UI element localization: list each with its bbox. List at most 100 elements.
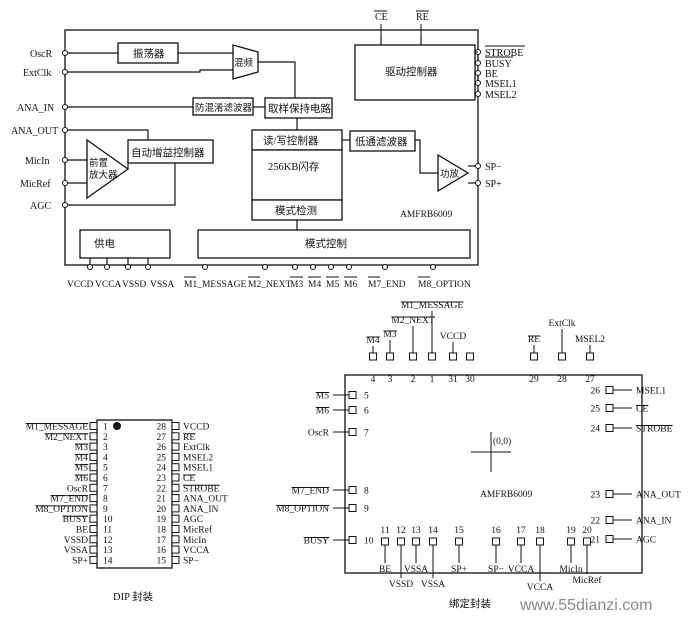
dip-pin-name-17: MicIn: [183, 536, 206, 546]
dip-pin-num: 4: [103, 453, 108, 463]
dip-pin-num: 11: [103, 526, 112, 536]
dip-pin-square: [171, 442, 180, 451]
dip-pin-num: 17: [157, 536, 167, 546]
dip-pin-num: 1: [103, 423, 108, 433]
bond-bottom-name-20: MicRef: [572, 575, 602, 586]
bond-bottom-pad: [381, 537, 389, 546]
bond-right-num-25: 25: [591, 405, 601, 415]
bond-right-num-23: 23: [591, 491, 601, 501]
io-msel1: MSEL1: [485, 79, 517, 90]
lowpass-filter-label: 低通滤波器: [355, 135, 408, 148]
io-m1: M1_MESSAGE: [184, 280, 246, 290]
preamp-label-1: 前置: [89, 157, 108, 169]
bond-left-pad: [348, 406, 357, 414]
bond-top-pad: [409, 352, 417, 361]
power-label: 供电: [94, 237, 115, 250]
dip-pin-num: 21: [157, 495, 167, 505]
mixer-label: 混频: [234, 57, 254, 69]
bond-top-num-2: 2: [411, 375, 416, 385]
dip-pin-num: 3: [103, 443, 108, 453]
bond-right-name-23: ANA_OUT: [636, 491, 681, 501]
right-io-pins: STROBE BUSY BE MSEL1 MSEL2 SP− SP+: [475, 45, 525, 190]
io-sp-minus: SP−: [485, 162, 502, 173]
bond-chip-label: AMFRB6009: [480, 490, 533, 500]
bond-top-name-28: ExtClk: [549, 319, 576, 329]
bond-bottom-name-14: VSSA: [421, 580, 445, 590]
bond-top-name-31: VCCD: [440, 332, 467, 342]
dip-pin-name-12: VSSD: [64, 536, 88, 546]
dip-pin-name-4: M4: [75, 453, 88, 463]
bond-right-pad: [605, 516, 614, 524]
bond-bottom-pad: [455, 537, 463, 546]
bond-left-num-10: 10: [364, 537, 374, 547]
dip-pin-name-9: M8_OPTION: [35, 505, 88, 515]
oscillator-label: 振荡器: [133, 47, 165, 60]
dip-pin-square: [89, 535, 98, 544]
bond-top-pad: [428, 352, 436, 361]
agc-controller-label: 自动增益控制器: [131, 146, 205, 159]
bond-bottom-pad: [567, 537, 575, 546]
bond-left-name-6: M6: [316, 407, 329, 417]
agc-controller-block: [127, 139, 214, 164]
dip-pin-num: 6: [103, 474, 108, 484]
dip-pin-square: [171, 525, 180, 533]
bond-right-num-26: 26: [591, 387, 601, 397]
dip-pin-name-20: ANA_IN: [183, 505, 218, 515]
bond-top-pad: [449, 352, 457, 361]
dip-pin-num: 24: [157, 464, 167, 474]
dip-left-pins: 1M1_MESSAGE2M2_NEXT3M34M45M56M67OscR8M7_…: [25, 422, 113, 566]
dip-pin-square: [89, 463, 98, 472]
top-ctrl-ce: CE: [375, 12, 388, 23]
bond-bottom-name-15: SP+: [451, 565, 467, 575]
io-m3: M3: [290, 280, 303, 290]
dip-pin-square: [89, 483, 98, 492]
io-m8: M8_OPTION: [418, 280, 471, 290]
dip-pin-square: [171, 463, 180, 472]
bond-left-pad: [348, 536, 357, 544]
dip-pin-name-22: STROBE: [183, 484, 220, 494]
io-be: BE: [485, 69, 498, 80]
dip-pin-num: 27: [157, 433, 167, 443]
dip-pin-square: [171, 545, 180, 554]
io-ana-in: ANA_IN: [17, 103, 54, 114]
bond-bottom-num-14: 14: [428, 526, 438, 536]
dip-pin-square: [89, 545, 98, 554]
dip-pin-name-8: M7_END: [51, 495, 89, 505]
dip-body: [96, 419, 173, 569]
dip-pin-square: [89, 525, 98, 533]
bond-bottom-num-11: 11: [380, 526, 389, 536]
io-oscr: OscR: [30, 49, 53, 60]
watermark-text: www.55dianzi.com: [519, 597, 653, 614]
dip-pin-name-5: M5: [75, 464, 88, 474]
bond-left-name-10: BUSY: [304, 537, 329, 547]
preamp-label-2: 放大器: [89, 169, 118, 181]
dip-pin-square: [89, 452, 98, 461]
dip-pin-num: 25: [157, 453, 167, 463]
bond-bottom-pad: [429, 537, 437, 546]
bond-bottom-name-18: VCCA: [527, 583, 554, 593]
dip-pin-name-16: VCCA: [183, 546, 210, 556]
io-vssd: VSSD: [122, 280, 146, 290]
bond-bottom-pad: [412, 537, 420, 546]
dip-pin-num: 12: [103, 536, 113, 546]
dip-pin-square: [171, 483, 180, 492]
bond-right-name-21: AGC: [636, 536, 656, 546]
bond-top-name-1: M1_MESSAGE: [401, 301, 463, 311]
flash-block: [251, 149, 343, 201]
bond-right-pad: [605, 535, 614, 543]
io-m7: M7_END: [368, 280, 406, 290]
bond-bottom-name-11: BE: [379, 565, 391, 575]
left-io-pins: OscR ExtClk ANA_IN ANA_OUT MicIn MicRef …: [11, 49, 68, 212]
bond-bottom-name-12: VSSD: [389, 580, 413, 590]
dip-pin-square: [171, 494, 180, 503]
bond-left-name-5: M5: [316, 392, 329, 402]
sample-hold-label: 取样保持电路: [268, 102, 331, 115]
io-vccd: VCCD: [67, 280, 94, 290]
bond-right-num-24: 24: [591, 425, 601, 435]
bond-top-num-27: 27: [585, 375, 595, 385]
bond-left-num-6: 6: [364, 407, 369, 417]
sample-hold-block: [264, 97, 333, 119]
drive-controller-block: [354, 44, 476, 101]
io-m5: M5: [326, 280, 339, 290]
